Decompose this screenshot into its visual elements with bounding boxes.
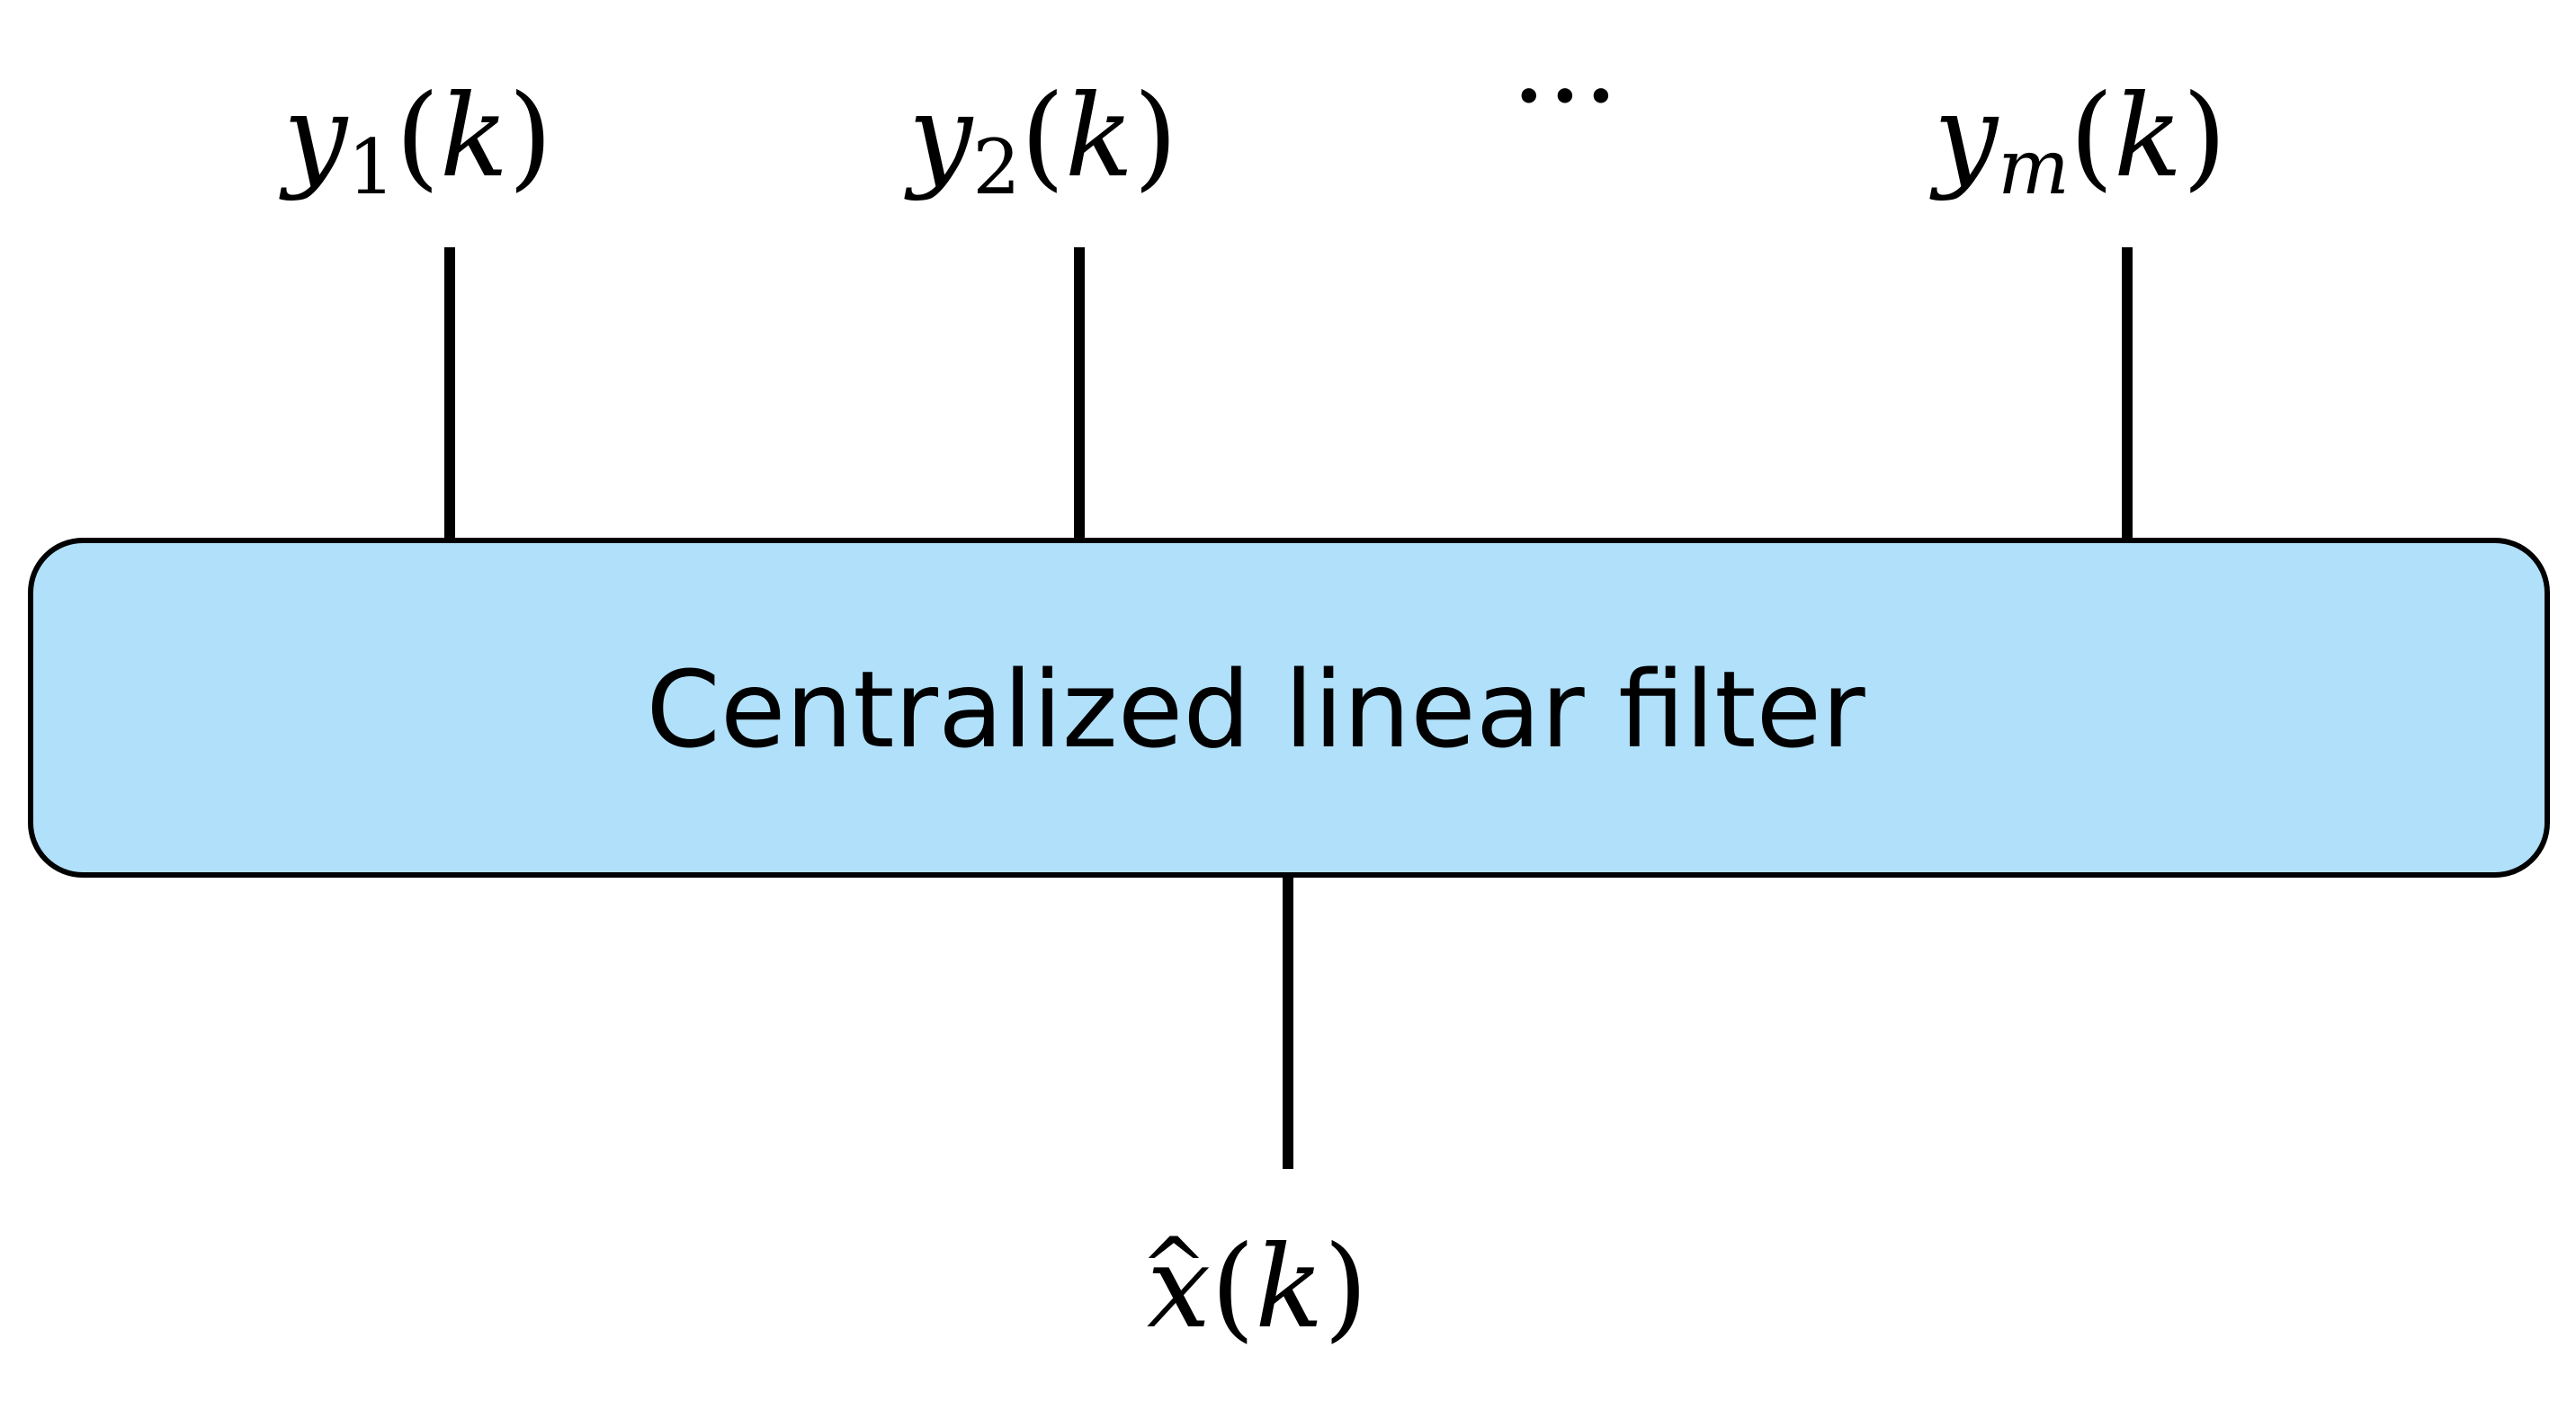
input-label-m-base: y [1929,70,1999,202]
input-label-1-sub: 1 [347,123,395,211]
output-label-close-paren: ) [1324,1221,1368,1353]
input-label-1-arg: k [440,70,508,202]
input-label-2-sub: 2 [972,123,1020,211]
input-label-m: ym(k) [1929,70,2227,211]
output-label-open-paren: ( [1211,1221,1255,1353]
output-label-arg: k [1255,1221,1323,1353]
input-label-m-sub: m [1998,123,2070,211]
input-label-m-open-paren: ( [2070,70,2114,202]
input-label-1-open-paren: ( [396,70,440,202]
input-label-2: y2(k) [904,70,1177,211]
ellipsis-text: ··· [1511,30,1619,162]
input-label-2-close-paren: ) [1133,70,1177,202]
input-label-2-open-paren: ( [1021,70,1065,202]
ellipsis: ··· [1511,30,1619,162]
input-label-2-base: y [904,70,974,202]
filter-block [28,538,2550,878]
filter-block-label: Centralized linear filter [646,647,1865,772]
input-label-1-base: y [279,70,349,202]
output-label: x(k) [1147,1221,1368,1353]
output-hat-accent: ^ [1140,1220,1207,1315]
input-label-1-close-paren: ) [508,70,552,202]
input-label-m-close-paren: ) [2182,70,2226,202]
input-label-1: y1(k) [279,70,552,211]
output-label-base: x [1147,1221,1211,1353]
input-label-m-arg: k [2114,70,2182,202]
input-label-2-arg: k [1065,70,1133,202]
